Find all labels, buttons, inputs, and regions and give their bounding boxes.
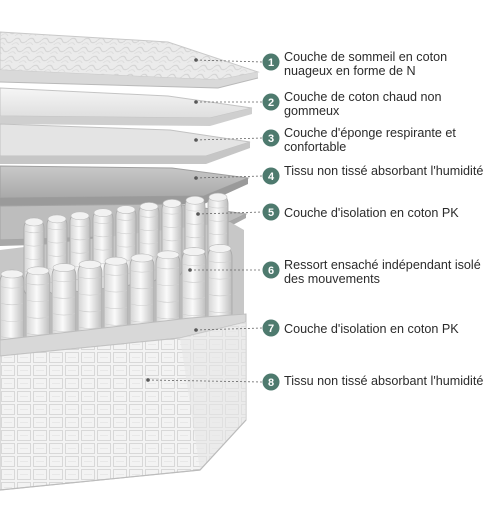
badge-number: 5 bbox=[268, 207, 274, 219]
leader-line bbox=[195, 137, 263, 141]
layer-7-label: Couche d'isolation en coton PK bbox=[284, 322, 459, 336]
layer-4-nonwoven bbox=[0, 165, 250, 206]
layer-badge: 6 bbox=[262, 261, 280, 279]
layer-badge: 3 bbox=[262, 129, 280, 147]
layer-badge: 4 bbox=[262, 167, 280, 185]
layer-5-label: Couche d'isolation en coton PK bbox=[284, 206, 459, 220]
layer-1-quilted-top bbox=[0, 31, 260, 89]
leader-line bbox=[195, 59, 263, 63]
layer-2-cotton bbox=[0, 87, 253, 126]
layer-4-label: Tissu non tissé absorbant l'humidité bbox=[284, 164, 484, 178]
badge-number: 6 bbox=[268, 265, 274, 277]
layer-8-label: Tissu non tissé absorbant l'humidité bbox=[284, 374, 484, 388]
badge-number: 1 bbox=[268, 57, 274, 69]
layer-1-label: Couche de sommeil en coton nuageux en fo… bbox=[284, 50, 448, 78]
badge-number: 4 bbox=[268, 171, 275, 183]
layer-badge: 2 bbox=[262, 93, 280, 111]
layer-3-label: Couche d'éponge respirante et confortabl… bbox=[284, 126, 456, 154]
leader-line bbox=[147, 379, 263, 383]
leader-line bbox=[195, 175, 263, 179]
leader-line bbox=[197, 211, 263, 215]
leader-line bbox=[195, 327, 263, 331]
badge-number: 8 bbox=[268, 377, 274, 389]
layer-8-base bbox=[0, 321, 247, 491]
layer-6-label: Ressort ensaché indépendant isolé des mo… bbox=[284, 258, 481, 286]
badge-number: 2 bbox=[268, 97, 274, 109]
badge-number: 3 bbox=[268, 133, 274, 145]
layer-badge: 7 bbox=[262, 319, 280, 337]
leader-lines bbox=[146, 58, 263, 383]
badge-number: 7 bbox=[268, 323, 274, 335]
layer-badge: 1 bbox=[262, 53, 280, 71]
layer-3-sponge bbox=[0, 123, 251, 164]
layer-2-label: Couche de coton chaud non gommeux bbox=[284, 90, 442, 118]
layer-badge: 5 bbox=[262, 203, 280, 221]
number-badges: 1 2 3 4 5 6 7 8 bbox=[262, 53, 280, 391]
layer-badge: 8 bbox=[262, 373, 280, 391]
